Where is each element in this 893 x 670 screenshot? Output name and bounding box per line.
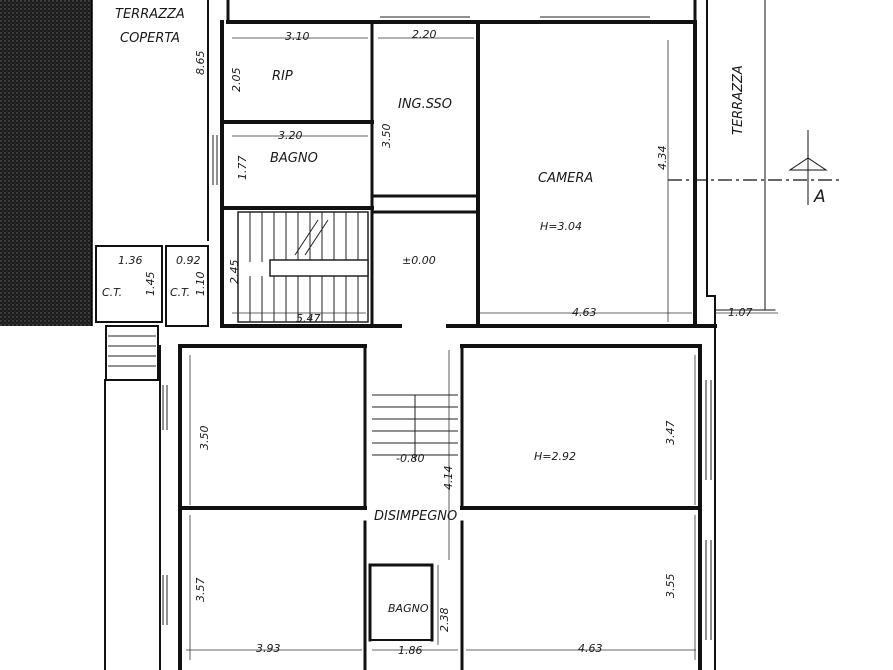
dim-3-20: 3.20 <box>278 129 303 142</box>
dim-8-65: 8.65 <box>194 51 207 76</box>
dim-3-50-ing: 3.50 <box>380 124 393 149</box>
dim-3-93: 3.93 <box>256 642 281 655</box>
section-line <box>668 130 840 205</box>
rip-label: RIP <box>272 69 293 84</box>
dim-3-57: 3.57 <box>194 578 207 603</box>
dim-4-63-lower: 4.63 <box>578 642 603 655</box>
dimension-lines <box>186 37 778 660</box>
ingresso-label: ING.SSO <box>398 97 452 112</box>
dim-4-14: 4.14 <box>442 466 455 491</box>
dim-4-34: 4.34 <box>656 146 669 171</box>
section-marker: A <box>813 187 826 207</box>
dim-4-63-upper: 4.63 <box>572 306 597 319</box>
dim-1-77: 1.77 <box>236 156 249 181</box>
dim-3-50-left: 3.50 <box>198 426 211 451</box>
dim-0-92: 0.92 <box>176 254 201 267</box>
dim-1-10: 1.10 <box>194 272 207 297</box>
terrazza-coperta-label-2: COPERTA <box>120 31 180 46</box>
bagno-upper-label: BAGNO <box>270 151 318 166</box>
bagno-lower-label: BAGNO <box>388 602 429 615</box>
camera-label: CAMERA <box>538 171 593 186</box>
dim-3-10: 3.10 <box>285 30 310 43</box>
dim-5-47: 5.47 <box>296 312 321 325</box>
dim-1-45: 1.45 <box>144 272 157 297</box>
openings <box>162 16 712 640</box>
dim-2-38: 2.38 <box>438 608 451 633</box>
dim-2-05: 2.05 <box>230 68 243 93</box>
ct-right-label: C.T. <box>170 286 190 299</box>
disimpegno-label: DISIMPEGNO <box>374 509 457 524</box>
dim-3-55: 3.55 <box>664 574 677 599</box>
dim-1-86: 1.86 <box>398 644 423 657</box>
staircase-upper <box>237 211 369 323</box>
terrazza-side-label: TERRAZZA <box>731 65 746 135</box>
staircase-lower <box>108 335 458 460</box>
height-lower-label: H=2.92 <box>534 450 576 463</box>
level-lower-label: -0.80 <box>396 452 424 465</box>
dim-2-45: 2.45 <box>228 260 241 285</box>
walls <box>95 0 776 670</box>
dim-2-20: 2.20 <box>412 28 437 41</box>
camera-height-label: H=3.04 <box>540 220 582 233</box>
dim-3-47: 3.47 <box>664 421 677 446</box>
ct-left-label: C.T. <box>102 286 122 299</box>
terrazza-coperta-label-1: TERRAZZA <box>115 7 185 22</box>
hatched-exterior-area <box>0 0 92 326</box>
dim-1-07: 1.07 <box>728 306 753 319</box>
level-upper-label: ±0.00 <box>402 254 436 267</box>
dim-1-36: 1.36 <box>118 254 143 267</box>
